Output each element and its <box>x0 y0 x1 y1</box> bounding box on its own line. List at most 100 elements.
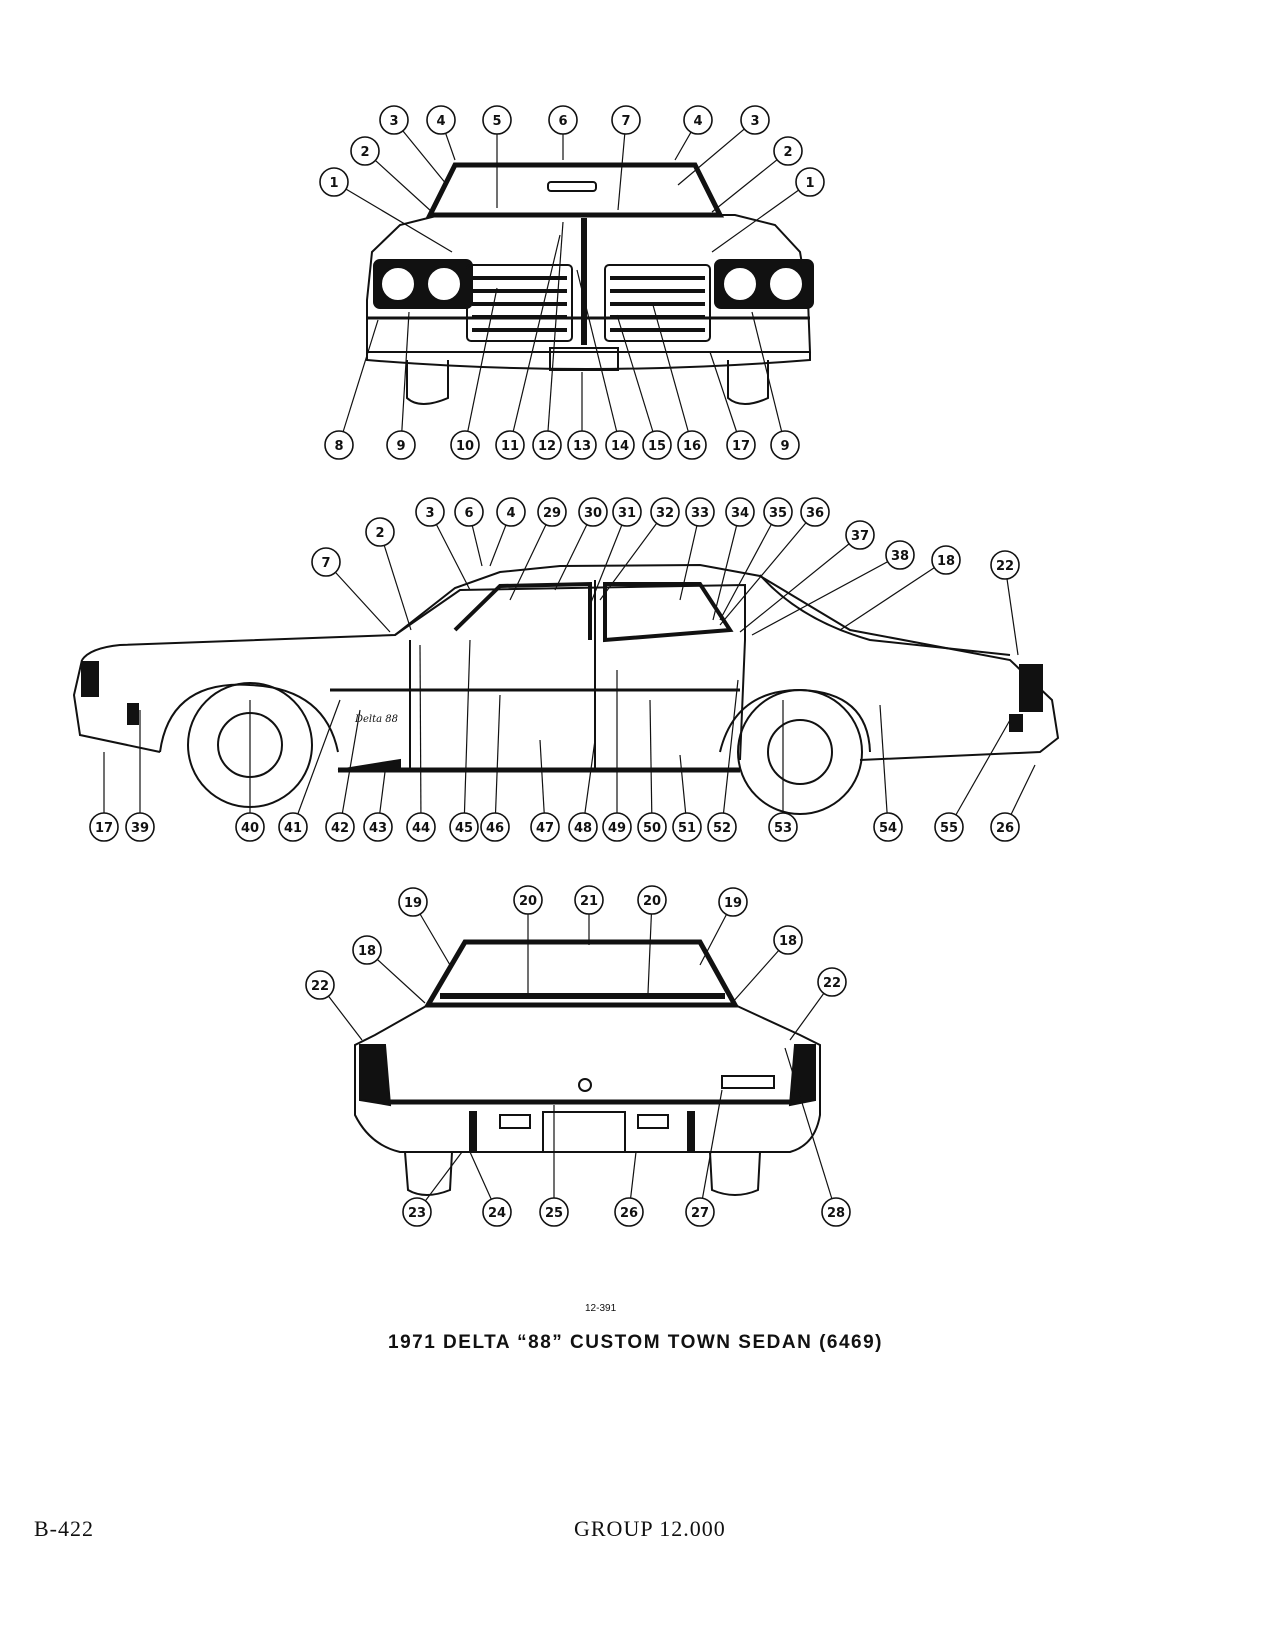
svg-text:47: 47 <box>536 821 554 836</box>
svg-text:6: 6 <box>464 506 473 521</box>
leader-line <box>509 511 553 601</box>
svg-text:9: 9 <box>780 439 789 454</box>
svg-text:46: 46 <box>486 821 504 836</box>
callout-22: 22 <box>817 967 847 997</box>
callout-51: 51 <box>672 812 702 842</box>
leader-line <box>464 287 498 446</box>
leader-line <box>617 119 627 211</box>
leader-line <box>494 694 501 828</box>
callout-44: 44 <box>406 812 436 842</box>
leader-line <box>719 511 779 621</box>
callout-20: 20 <box>637 885 667 915</box>
svg-text:27: 27 <box>691 1206 709 1221</box>
svg-text:51: 51 <box>678 821 696 836</box>
svg-text:35: 35 <box>769 506 787 521</box>
callout-8: 8 <box>324 430 354 460</box>
svg-text:2: 2 <box>375 526 384 541</box>
svg-text:48: 48 <box>574 821 592 836</box>
leader-line <box>948 719 1011 828</box>
callout-1: 1 <box>319 167 349 197</box>
leader-line <box>751 311 786 446</box>
callout-34: 34 <box>725 497 755 527</box>
callout-38: 38 <box>885 540 915 570</box>
callout-10: 10 <box>450 430 480 460</box>
callout-3: 3 <box>740 105 770 135</box>
svg-text:Delta 88: Delta 88 <box>354 714 398 725</box>
leader-line <box>509 234 561 446</box>
side-view-car: Delta 88 <box>72 563 1060 815</box>
callout-18: 18 <box>931 545 961 575</box>
callout-5: 5 <box>482 105 512 135</box>
svg-text:7: 7 <box>321 556 330 571</box>
leader-line <box>712 511 741 621</box>
leader-line <box>709 351 742 446</box>
svg-text:24: 24 <box>488 1206 506 1221</box>
svg-text:38: 38 <box>891 549 909 564</box>
callout-21: 21 <box>574 885 604 915</box>
svg-text:3: 3 <box>389 114 398 129</box>
leader-line <box>721 679 739 828</box>
callout-55: 55 <box>934 812 964 842</box>
callout-43: 43 <box>363 812 393 842</box>
svg-text:6: 6 <box>558 114 567 129</box>
group-label: GROUP 12.000 <box>574 1516 726 1541</box>
svg-text:7: 7 <box>621 114 630 129</box>
svg-text:15: 15 <box>648 439 666 454</box>
callout-1: 1 <box>795 167 825 197</box>
callout-12: 12 <box>532 430 562 460</box>
leader-line <box>719 511 816 626</box>
svg-text:17: 17 <box>95 821 113 836</box>
svg-text:5: 5 <box>492 114 501 129</box>
callout-6: 6 <box>548 105 578 135</box>
svg-text:23: 23 <box>408 1206 426 1221</box>
callout-27: 27 <box>685 1197 715 1227</box>
leader-line <box>751 554 901 636</box>
callout-30: 30 <box>578 497 608 527</box>
svg-text:2: 2 <box>360 145 369 160</box>
leader-line <box>711 150 789 213</box>
leader-line <box>379 531 412 631</box>
svg-text:12: 12 <box>538 439 556 454</box>
callout-9: 9 <box>770 430 800 460</box>
svg-text:30: 30 <box>584 506 602 521</box>
callout-6: 6 <box>454 497 484 527</box>
callout-7: 7 <box>611 105 641 135</box>
callout-13: 13 <box>567 430 597 460</box>
leader-line <box>338 319 379 446</box>
callout-4: 4 <box>426 105 456 135</box>
callout-40: 40 <box>235 812 265 842</box>
page-number: B-422 <box>34 1516 94 1541</box>
svg-text:26: 26 <box>620 1206 638 1221</box>
svg-text:45: 45 <box>455 821 473 836</box>
callout-53: 53 <box>768 812 798 842</box>
callout-4: 4 <box>683 105 713 135</box>
svg-text:19: 19 <box>724 896 742 911</box>
svg-text:28: 28 <box>827 1206 845 1221</box>
callout-41: 41 <box>278 812 308 842</box>
callout-45: 45 <box>449 812 479 842</box>
callout-9: 9 <box>386 430 416 460</box>
callout-18: 18 <box>352 935 382 965</box>
figure-caption: 1971 DELTA “88” CUSTOM TOWN SEDAN (6469) <box>388 1332 883 1353</box>
svg-text:34: 34 <box>731 506 749 521</box>
svg-text:18: 18 <box>779 934 797 949</box>
callout-2: 2 <box>773 136 803 166</box>
svg-text:4: 4 <box>693 114 702 129</box>
leader-line <box>784 1047 837 1213</box>
svg-text:41: 41 <box>284 821 302 836</box>
callout-3: 3 <box>379 105 409 135</box>
leader-line <box>652 304 693 446</box>
svg-text:2: 2 <box>783 145 792 160</box>
callout-16: 16 <box>677 430 707 460</box>
svg-text:16: 16 <box>683 439 701 454</box>
callout-37: 37 <box>845 520 875 550</box>
callout-19: 19 <box>718 887 748 917</box>
svg-text:18: 18 <box>358 944 376 959</box>
callout-14: 14 <box>605 430 635 460</box>
callout-29: 29 <box>537 497 567 527</box>
svg-text:22: 22 <box>823 976 841 991</box>
callout-36: 36 <box>800 497 830 527</box>
svg-text:19: 19 <box>404 896 422 911</box>
leader-line <box>333 181 453 253</box>
